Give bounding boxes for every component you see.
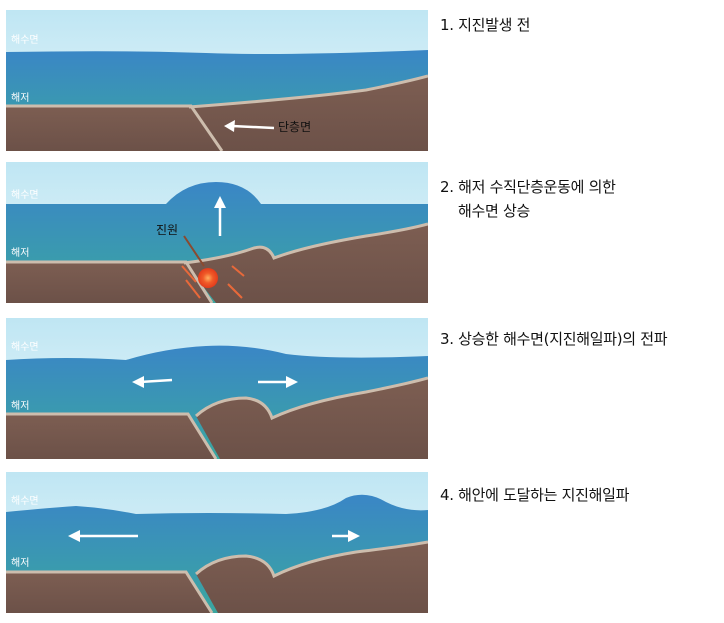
fault-arrow	[231, 124, 275, 130]
fault-label: 단층면	[278, 120, 311, 134]
step2-caption-line1: 2. 해저 수직단층운동에 의한	[440, 178, 616, 196]
sea-surface-label: 해수면	[11, 340, 39, 353]
hypocenter-burst	[198, 268, 218, 288]
step1-caption: 1. 지진발생 전	[440, 16, 531, 34]
hypocenter-pointer	[183, 235, 205, 267]
step4-caption: 4. 해안에 도달하는 지진해일파	[440, 486, 630, 504]
panel-propagation: 해수면 해저	[6, 318, 428, 459]
hypocenter-label: 진원	[156, 223, 178, 237]
panel-uplift: 해수면 해저 진원	[6, 162, 428, 303]
panel-arrival: 해수면 해저	[6, 472, 428, 613]
sea-surface-label: 해수면	[11, 494, 39, 507]
uplift-arrowhead	[214, 196, 226, 208]
sea-floor-label: 해저	[11, 399, 29, 412]
step3-caption: 3. 상승한 해수면(지진해일파)의 전파	[440, 330, 668, 348]
sea-surface-label: 해수면	[11, 188, 39, 201]
sea-floor-label: 해저	[11, 91, 29, 104]
left-wave-arrow	[139, 378, 173, 384]
stress-arrow-2	[185, 279, 201, 299]
left-wave-arrowhead	[132, 376, 144, 388]
panel-before-earthquake: 해수면 해저 단층면	[6, 10, 428, 151]
stress-arrow-1	[181, 265, 197, 283]
stress-arrow-4	[231, 265, 245, 277]
fault-arrowhead	[224, 120, 235, 132]
sea-floor-label: 해저	[11, 556, 29, 569]
step2-caption-line2: 해수면 상승	[458, 202, 530, 220]
sea-surface-label: 해수면	[11, 33, 39, 46]
stress-arrow-3	[227, 283, 243, 299]
left-wave-arrowhead	[68, 530, 80, 542]
right-wave-arrowhead	[286, 376, 298, 388]
right-wave-arrowhead	[348, 530, 360, 542]
sea-floor-label: 해저	[11, 246, 29, 259]
